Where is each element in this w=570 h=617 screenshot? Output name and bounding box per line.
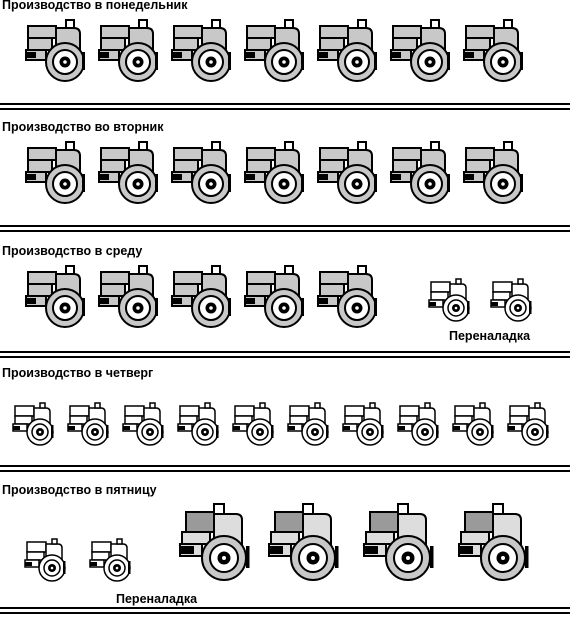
large-truck-product (244, 19, 305, 82)
row-wednesday-items (25, 265, 533, 328)
large-truck-product (98, 265, 159, 328)
small-truck-product (232, 402, 275, 446)
day-wednesday: Производство в среду Переналадка (0, 244, 570, 358)
small-truck-product (428, 278, 471, 322)
small-truck-product (24, 538, 67, 582)
variant-truck-product (363, 503, 435, 581)
large-truck-product (244, 141, 305, 204)
large-truck-product (25, 265, 86, 328)
large-truck-product (463, 141, 524, 204)
small-truck-product (342, 402, 385, 446)
variant-truck-product (458, 503, 530, 581)
small-truck-product (397, 402, 440, 446)
variant-truck-product (268, 503, 340, 581)
day-title-friday: Производство в пятницу (2, 483, 157, 497)
large-truck-product (317, 265, 378, 328)
large-truck-product (390, 19, 451, 82)
large-truck-product (317, 141, 378, 204)
day-title-thursday: Производство в четверг (2, 366, 153, 380)
small-truck-product (122, 402, 165, 446)
day-title-monday: Производство в понедельник (2, 0, 188, 12)
large-truck-product (171, 265, 232, 328)
day-tuesday: Производство во вторник (0, 120, 570, 232)
large-truck-product (244, 265, 305, 328)
large-truck-product (98, 141, 159, 204)
day-monday: Производство в понедельник (0, 0, 570, 110)
day-thursday: Производство в четверг (0, 366, 570, 472)
row-thursday-items (12, 402, 550, 446)
small-truck-product (507, 402, 550, 446)
small-truck-product (12, 402, 55, 446)
large-truck-product (171, 19, 232, 82)
large-truck-product (317, 19, 378, 82)
small-truck-product (490, 278, 533, 322)
large-truck-product (98, 19, 159, 82)
small-truck-product (177, 402, 220, 446)
changeover-caption-friday: Переналадка (116, 592, 198, 606)
row-friday-items (24, 503, 530, 582)
small-truck-product (67, 402, 110, 446)
variant-truck-product (179, 503, 251, 581)
large-truck-product (25, 141, 86, 204)
small-truck-product (287, 402, 330, 446)
day-title-wednesday: Производство в среду (2, 244, 142, 258)
day-friday: Производство в пятницу Переналадка (0, 483, 570, 614)
changeover-caption-wednesday: Переналадка (449, 329, 531, 343)
row-monday-items (25, 19, 524, 82)
day-title-tuesday: Производство во вторник (2, 120, 164, 134)
large-truck-product (25, 19, 86, 82)
row-tuesday-items (25, 141, 524, 204)
small-truck-product (89, 538, 132, 582)
large-truck-product (390, 141, 451, 204)
small-truck-product (452, 402, 495, 446)
large-truck-product (171, 141, 232, 204)
large-truck-product (463, 19, 524, 82)
